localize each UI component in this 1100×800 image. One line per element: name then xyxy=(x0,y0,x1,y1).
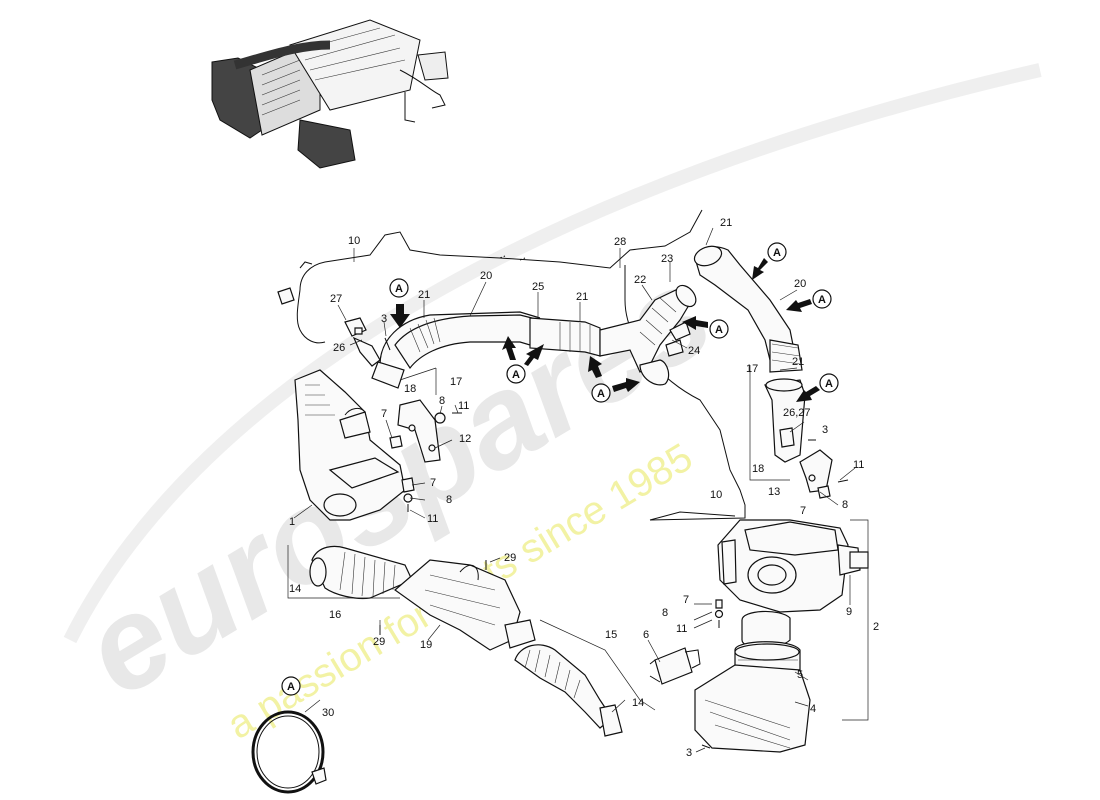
label-20-left: 20 xyxy=(480,270,492,282)
air-box-lower-4 xyxy=(694,664,811,753)
label-18-right: 18 xyxy=(752,463,764,475)
svg-text:A: A xyxy=(597,388,605,400)
label-12: 12 xyxy=(459,433,471,445)
intake-duct-right xyxy=(693,245,803,373)
callout-a-7: A xyxy=(796,373,839,402)
inlet-duct-15 xyxy=(514,619,656,737)
resonator-19 xyxy=(394,559,536,651)
leader-lines xyxy=(293,227,856,753)
air-box-right xyxy=(717,519,869,721)
label-20-right: 20 xyxy=(794,278,806,290)
label-2: 2 xyxy=(873,621,879,633)
label-3-right: 3 xyxy=(822,424,828,436)
label-3-bottom: 3 xyxy=(686,747,692,759)
callout-markers: A A A A A A xyxy=(281,242,839,696)
part-number-labels: 10 20 21 25 21 28 21 23 22 20 24 21 17 1… xyxy=(289,217,879,759)
label-29-bottom: 29 xyxy=(373,636,385,648)
svg-text:A: A xyxy=(395,283,403,295)
label-28: 28 xyxy=(614,236,626,248)
callout-a-4: A xyxy=(682,316,729,339)
label-7-b: 7 xyxy=(430,477,436,489)
bracket-12 xyxy=(397,399,441,463)
label-15: 15 xyxy=(605,629,617,641)
label-10-top: 10 xyxy=(348,235,360,247)
label-9: 9 xyxy=(846,606,852,618)
label-8-b: 8 xyxy=(446,494,452,506)
label-17-right: 17 xyxy=(746,363,758,375)
label-22: 22 xyxy=(634,274,646,286)
callout-a-6: A xyxy=(786,289,832,312)
engine-overview-thumbnail xyxy=(211,19,449,169)
inlet-duct-16 xyxy=(287,545,413,600)
label-25: 25 xyxy=(532,281,544,293)
maf-sensor-left xyxy=(344,317,437,395)
label-14-right: 14 xyxy=(632,697,644,709)
callout-a-5: A xyxy=(752,242,787,280)
label-21-top: 21 xyxy=(720,217,732,229)
intake-duct-left xyxy=(371,284,697,389)
label-13: 13 xyxy=(768,486,780,498)
label-21-mid: 21 xyxy=(576,291,588,303)
label-7-right: 7 xyxy=(800,505,806,517)
label-14-left: 14 xyxy=(289,583,301,595)
label-30: 30 xyxy=(322,707,334,719)
label-21-right: 21 xyxy=(792,356,804,368)
label-11-c: 11 xyxy=(676,623,687,635)
svg-text:A: A xyxy=(287,681,295,693)
label-27: 27 xyxy=(330,293,342,305)
label-11-right: 11 xyxy=(853,459,864,471)
fuel-filter-6 xyxy=(649,647,701,685)
label-11-b: 11 xyxy=(427,513,438,525)
fasteners xyxy=(354,327,849,635)
svg-text:A: A xyxy=(825,378,833,390)
air-box-left xyxy=(294,369,406,521)
callout-a-2: A xyxy=(502,336,544,384)
maf-sensor-right xyxy=(749,365,806,481)
label-4: 4 xyxy=(810,703,816,715)
label-7-a: 7 xyxy=(381,408,387,420)
label-5: 5 xyxy=(797,669,803,681)
label-23: 23 xyxy=(661,253,673,265)
label-18-left: 18 xyxy=(404,383,416,395)
label-16: 16 xyxy=(329,609,341,621)
svg-text:A: A xyxy=(512,369,520,381)
label-3-left: 3 xyxy=(381,313,387,325)
label-29-top: 29 xyxy=(504,552,516,564)
label-8-a: 8 xyxy=(439,395,445,407)
label-1: 1 xyxy=(289,516,295,528)
callout-a-1: A xyxy=(389,278,410,328)
svg-text:A: A xyxy=(715,324,723,336)
label-7-c: 7 xyxy=(683,594,689,606)
hose-clamp-30 xyxy=(251,710,327,794)
label-17-left: 17 xyxy=(450,376,462,388)
label-21-left: 21 xyxy=(418,289,430,301)
label-2627: 26,27 xyxy=(783,407,811,419)
svg-text:A: A xyxy=(818,294,826,306)
label-10-lower: 10 xyxy=(710,489,722,501)
callout-a-3: A xyxy=(588,356,640,403)
svg-text:A: A xyxy=(773,247,781,259)
label-8-right: 8 xyxy=(842,499,848,511)
label-26: 26 xyxy=(333,342,345,354)
label-8-c: 8 xyxy=(662,607,668,619)
label-19: 19 xyxy=(420,639,432,651)
label-24: 24 xyxy=(688,345,700,357)
watermark: eurospares a passion for parts since 198… xyxy=(59,63,1042,748)
callout-a-8: A xyxy=(281,676,301,696)
vacuum-line-10 xyxy=(277,209,703,344)
label-6: 6 xyxy=(643,629,649,641)
label-11-a: 11 xyxy=(458,400,469,412)
